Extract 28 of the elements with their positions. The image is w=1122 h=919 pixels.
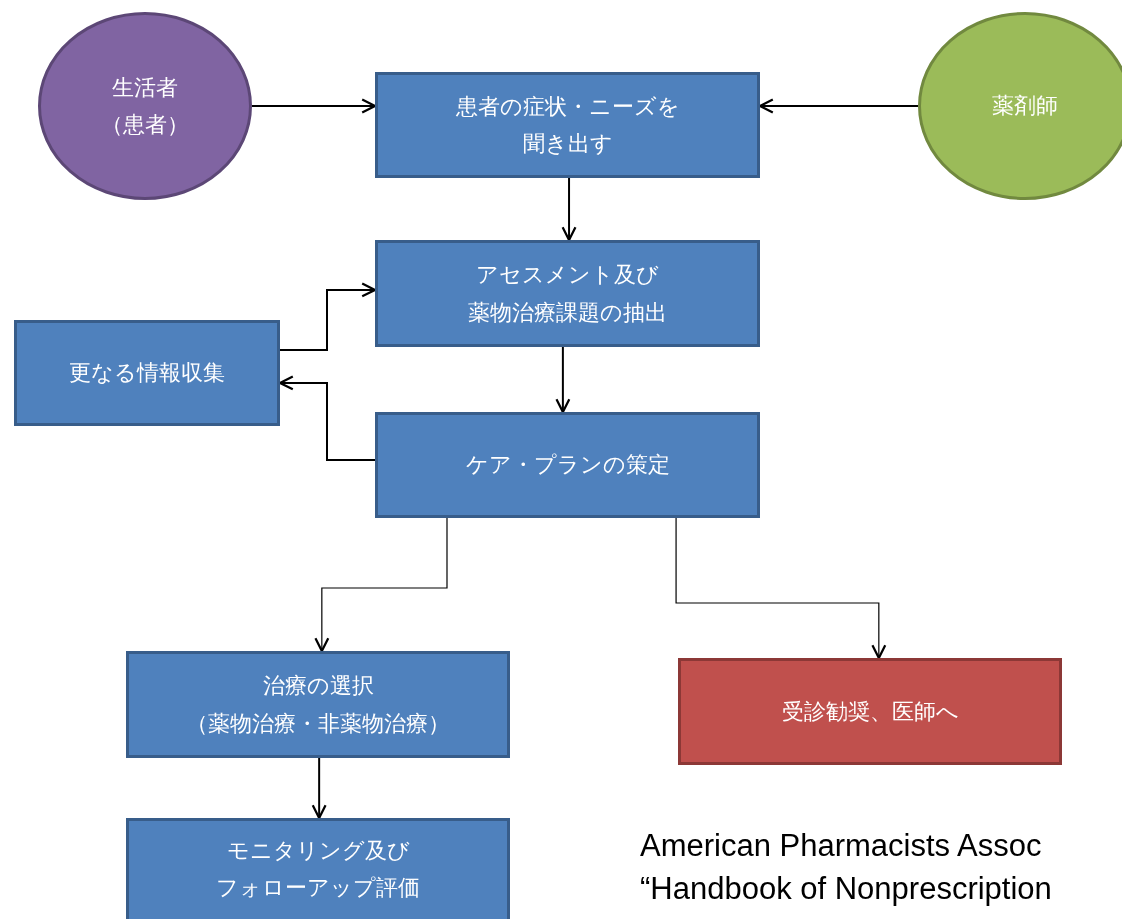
source-citation: American Pharmacists Assoc [640,827,1042,865]
node-label: ケア・プランの策定 [465,451,670,480]
arrow [311,757,327,820]
process-box [375,412,760,518]
person-ellipse [38,12,252,200]
node-label: 更なる情報収集 [69,359,225,388]
node-label: 治療の選択（薬物治療・非薬物治療） [186,672,450,738]
process-box [14,320,280,426]
arrow [758,98,919,114]
arrow [555,346,571,414]
node-label: モニタリング及びフォローアップ評価 [216,837,420,903]
node-label: 薬剤師 [992,92,1058,121]
referral-box [678,658,1062,765]
process-box [375,240,760,347]
node-label: 生活者（患者） [101,73,189,139]
arrow [561,177,577,242]
arrow [314,517,448,653]
arrow [251,98,377,114]
process-box [126,818,510,919]
arrow [675,517,887,660]
node-label: アセスメント及び薬物治療課題の抽出 [468,261,667,327]
process-box [375,72,760,178]
arrow [278,375,376,461]
source-citation: “Handbook of Nonprescription [640,870,1052,908]
arrow [279,282,377,351]
node-label: 患者の症状・ニーズを聞き出す [455,92,680,158]
node-label: 受診勧奨、医師へ [781,697,959,726]
process-box [126,651,510,758]
